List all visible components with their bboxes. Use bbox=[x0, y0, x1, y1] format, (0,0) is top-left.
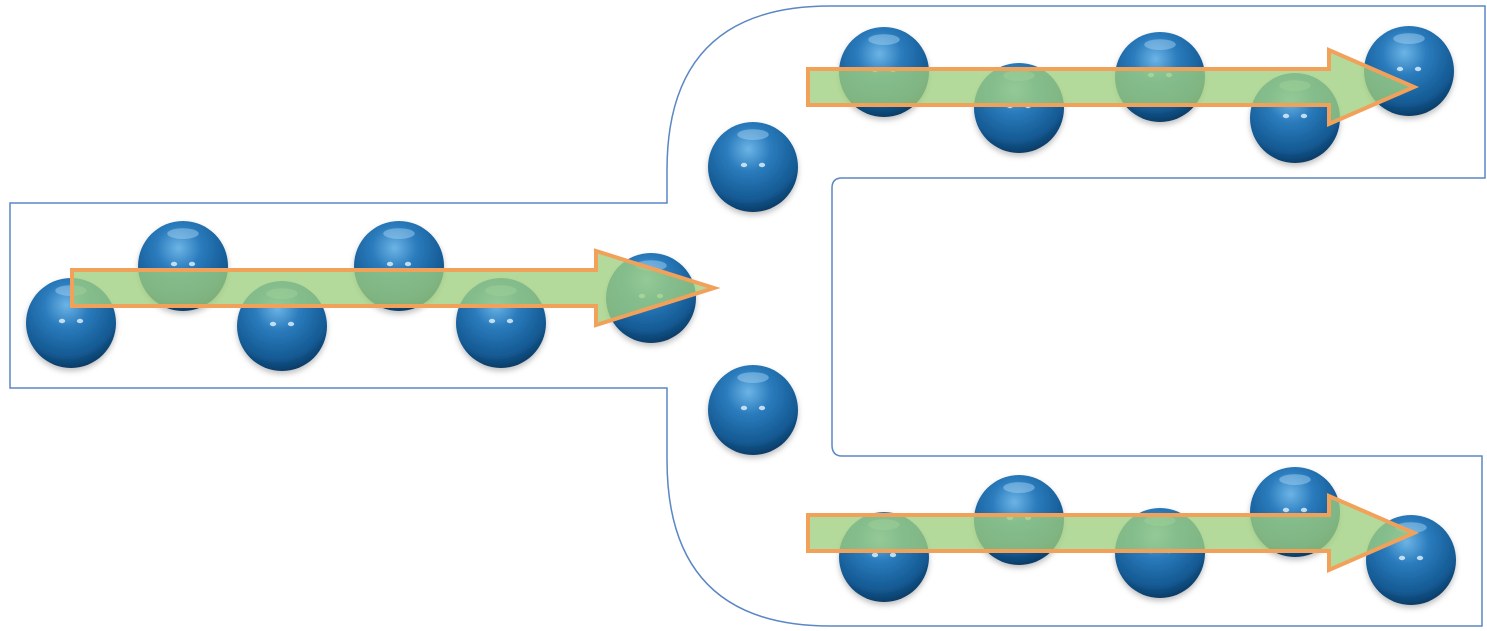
inlet-flow bbox=[70, 248, 721, 328]
channel-outline bbox=[9, 5, 1486, 627]
flow-arrows-layer bbox=[70, 46, 1420, 574]
lower-outlet-flow bbox=[806, 492, 1420, 574]
upper-outlet-flow bbox=[806, 46, 1420, 128]
ball bbox=[708, 365, 798, 455]
ball bbox=[708, 122, 798, 212]
